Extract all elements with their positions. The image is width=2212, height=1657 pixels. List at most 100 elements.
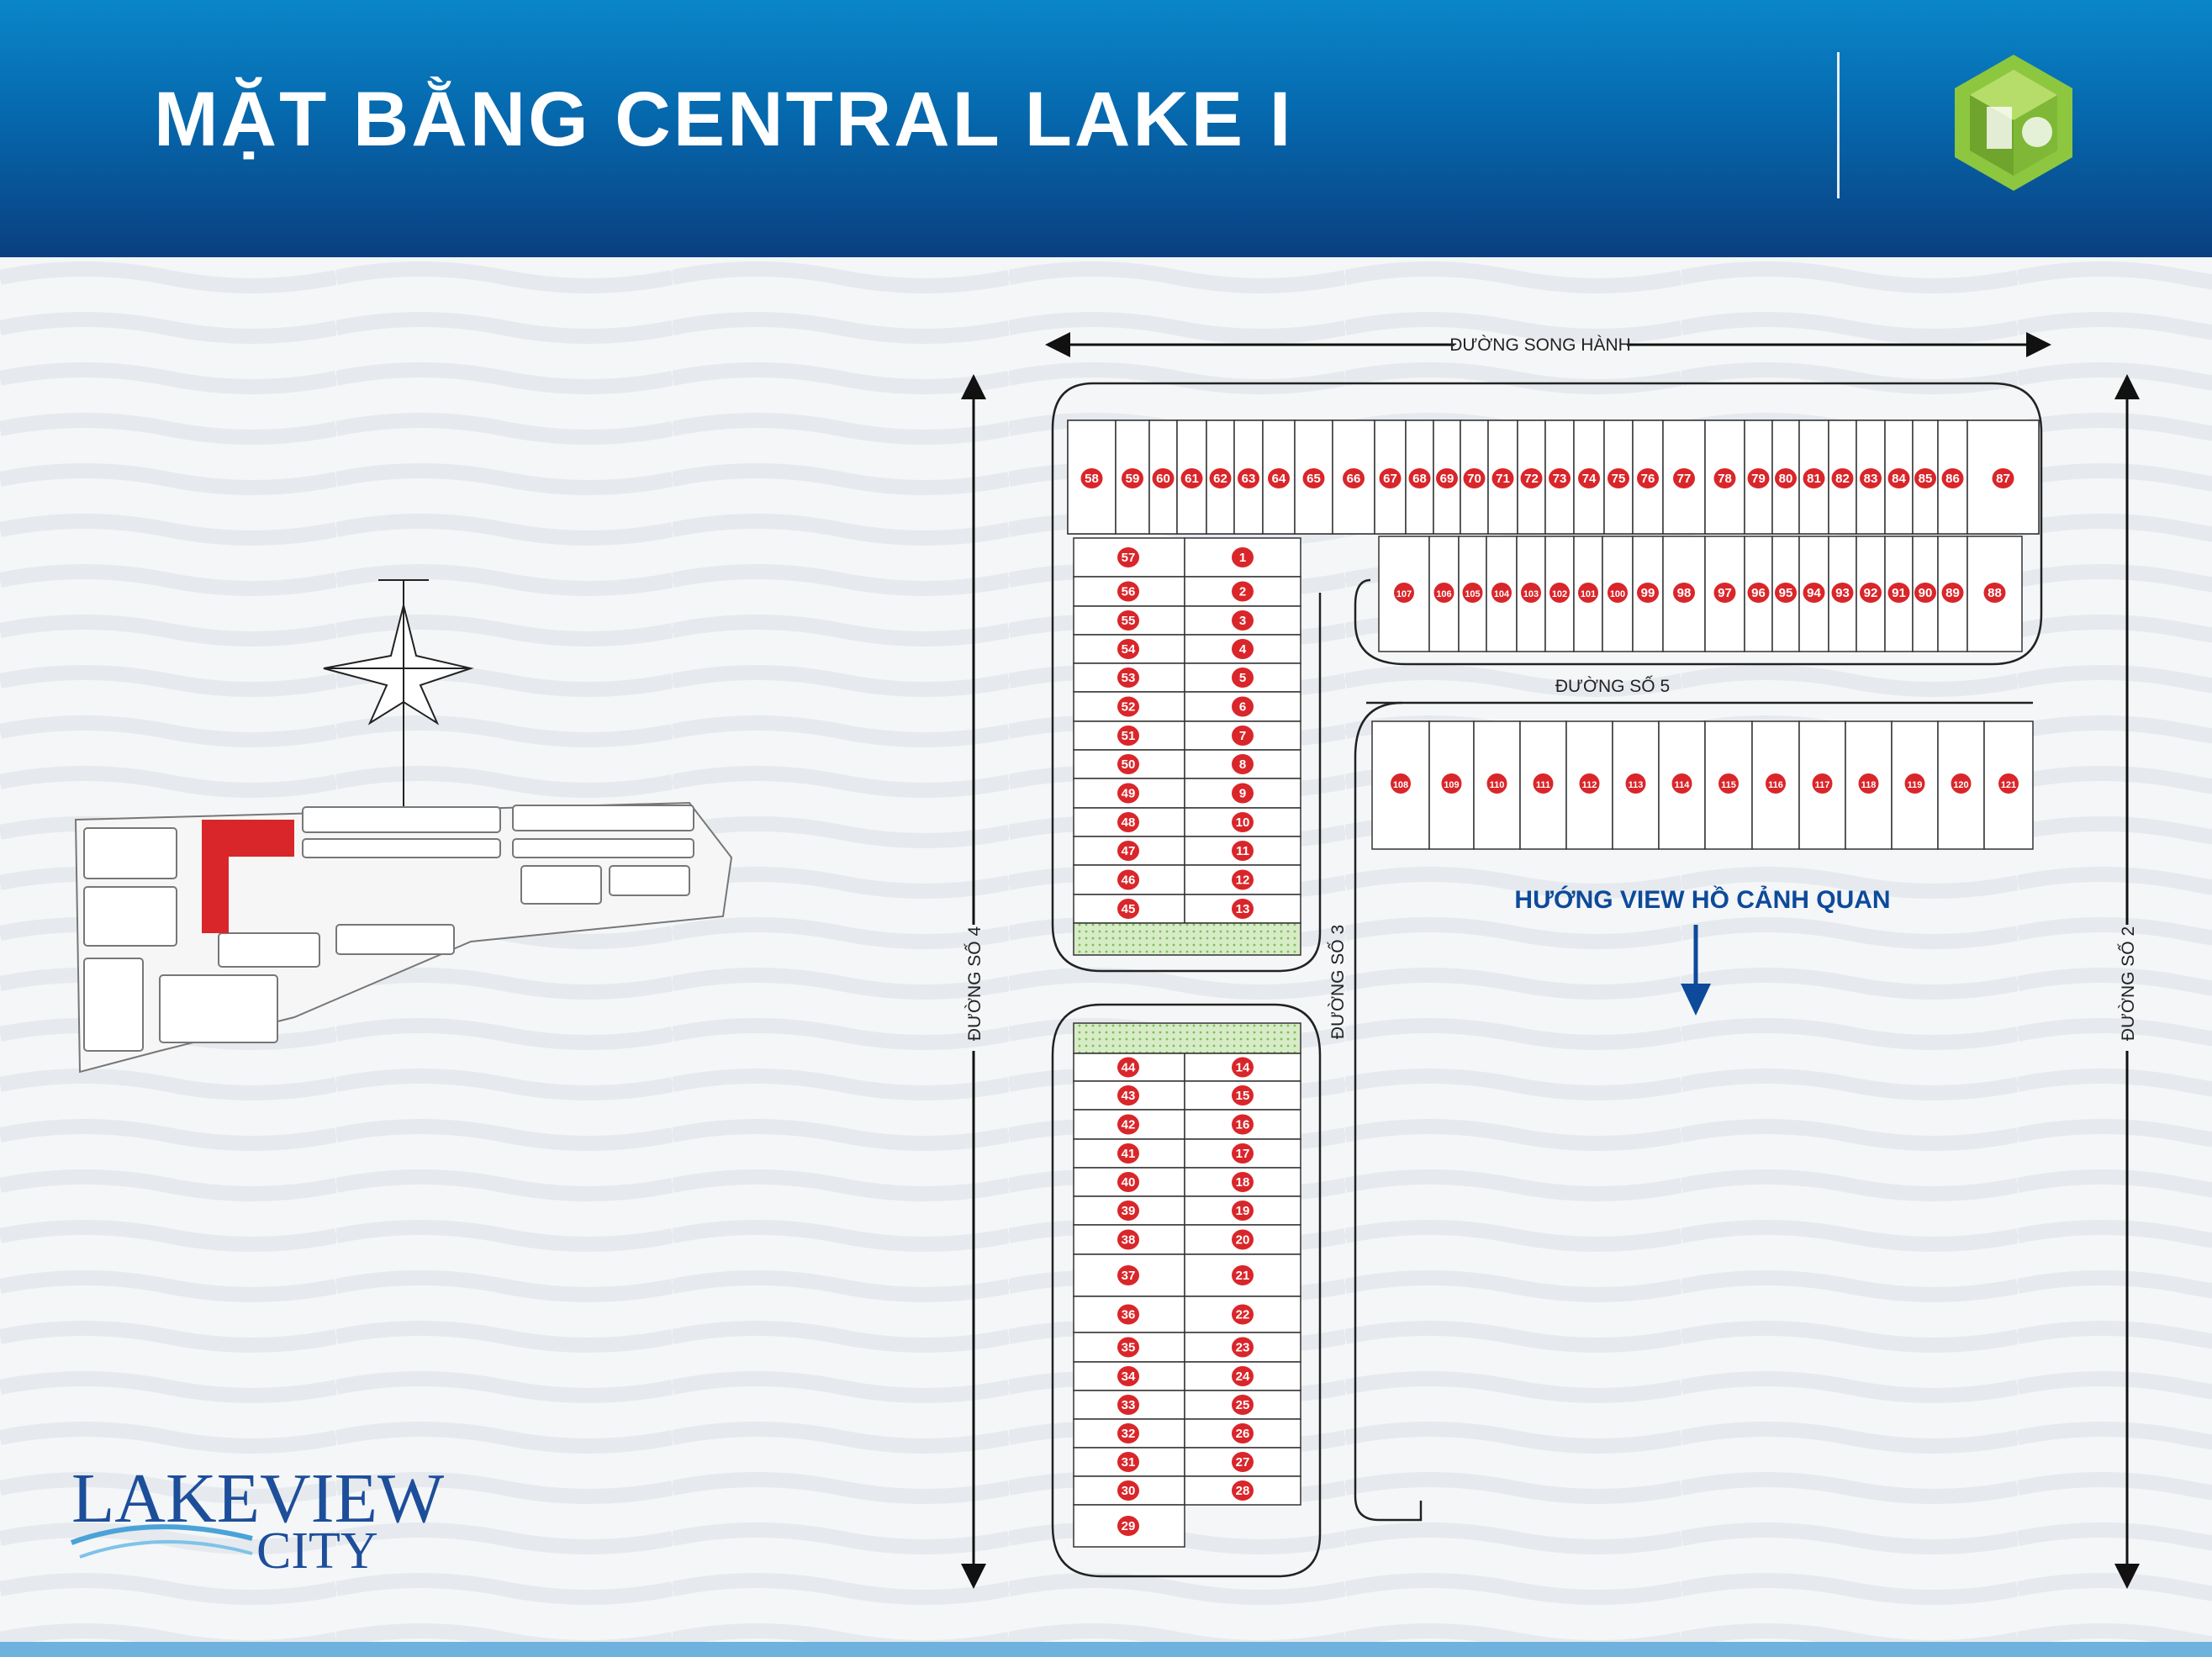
lot-60[interactable]: 60 [1148,420,1178,535]
lot-38[interactable]: 38 [1073,1224,1185,1255]
lot-29[interactable]: 29 [1073,1504,1185,1548]
lot-102[interactable]: 102 [1544,536,1575,652]
lot-97[interactable]: 97 [1704,536,1745,652]
lot-101[interactable]: 101 [1573,536,1603,652]
lot-47[interactable]: 47 [1073,836,1185,866]
lot-69[interactable]: 69 [1433,420,1461,535]
lot-83[interactable]: 83 [1856,420,1886,535]
lot-37[interactable]: 37 [1073,1253,1185,1297]
lot-91[interactable]: 91 [1884,536,1914,652]
lot-23[interactable]: 23 [1184,1332,1301,1363]
lot-71[interactable]: 71 [1487,420,1518,535]
lot-27[interactable]: 27 [1184,1447,1301,1477]
lot-50[interactable]: 50 [1073,749,1185,779]
lot-81[interactable]: 81 [1798,420,1829,535]
lot-116[interactable]: 116 [1751,720,1800,850]
lot-8[interactable]: 8 [1184,749,1301,779]
lot-68[interactable]: 68 [1405,420,1434,535]
lot-42[interactable]: 42 [1073,1109,1185,1140]
lot-94[interactable]: 94 [1798,536,1829,652]
lot-61[interactable]: 61 [1176,420,1207,535]
lot-65[interactable]: 65 [1294,420,1333,535]
lot-3[interactable]: 3 [1184,605,1301,636]
lot-26[interactable]: 26 [1184,1418,1301,1449]
lot-121[interactable]: 121 [1983,720,2034,850]
lot-70[interactable]: 70 [1460,420,1489,535]
lot-44[interactable]: 44 [1073,1053,1185,1082]
lot-92[interactable]: 92 [1856,536,1886,652]
lot-15[interactable]: 15 [1184,1080,1301,1111]
lot-118[interactable]: 118 [1845,720,1893,850]
lot-62[interactable]: 62 [1206,420,1235,535]
lot-17[interactable]: 17 [1184,1138,1301,1169]
lot-51[interactable]: 51 [1073,720,1185,751]
lot-105[interactable]: 105 [1458,536,1487,652]
lot-48[interactable]: 48 [1073,807,1185,837]
lot-13[interactable]: 13 [1184,894,1301,924]
lot-93[interactable]: 93 [1828,536,1857,652]
lot-22[interactable]: 22 [1184,1296,1301,1333]
lot-112[interactable]: 112 [1565,720,1613,850]
lot-73[interactable]: 73 [1544,420,1575,535]
lot-107[interactable]: 107 [1378,536,1430,652]
lot-2[interactable]: 2 [1184,576,1301,607]
lot-119[interactable]: 119 [1891,720,1939,850]
lot-59[interactable]: 59 [1115,420,1150,535]
lot-117[interactable]: 117 [1798,720,1846,850]
lot-100[interactable]: 100 [1602,536,1634,652]
lot-63[interactable]: 63 [1233,420,1264,535]
lot-82[interactable]: 82 [1828,420,1857,535]
lot-90[interactable]: 90 [1912,536,1939,652]
lot-104[interactable]: 104 [1486,536,1518,652]
lot-66[interactable]: 66 [1332,420,1375,535]
lot-7[interactable]: 7 [1184,720,1301,751]
lot-103[interactable]: 103 [1516,536,1546,652]
lot-96[interactable]: 96 [1744,536,1773,652]
lot-64[interactable]: 64 [1262,420,1296,535]
lot-88[interactable]: 88 [1967,536,2023,652]
lot-41[interactable]: 41 [1073,1138,1185,1169]
lot-114[interactable]: 114 [1658,720,1706,850]
lot-95[interactable]: 95 [1771,536,1800,652]
lot-25[interactable]: 25 [1184,1390,1301,1420]
lot-111[interactable]: 111 [1519,720,1567,850]
lot-39[interactable]: 39 [1073,1195,1185,1226]
lot-31[interactable]: 31 [1073,1447,1185,1477]
lot-35[interactable]: 35 [1073,1332,1185,1363]
lot-78[interactable]: 78 [1704,420,1745,535]
lot-72[interactable]: 72 [1517,420,1546,535]
lot-87[interactable]: 87 [1967,420,2040,535]
lot-16[interactable]: 16 [1184,1109,1301,1140]
lot-33[interactable]: 33 [1073,1390,1185,1420]
lot-28[interactable]: 28 [1184,1475,1301,1506]
lot-85[interactable]: 85 [1912,420,1939,535]
lot-14[interactable]: 14 [1184,1053,1301,1082]
lot-86[interactable]: 86 [1937,420,1968,535]
lot-24[interactable]: 24 [1184,1361,1301,1391]
lot-21[interactable]: 21 [1184,1253,1301,1297]
lot-56[interactable]: 56 [1073,576,1185,607]
lot-45[interactable]: 45 [1073,894,1185,924]
lot-32[interactable]: 32 [1073,1418,1185,1449]
lot-53[interactable]: 53 [1073,662,1185,693]
lot-55[interactable]: 55 [1073,605,1185,636]
lot-80[interactable]: 80 [1771,420,1800,535]
lot-52[interactable]: 52 [1073,691,1185,722]
lot-5[interactable]: 5 [1184,662,1301,693]
lot-30[interactable]: 30 [1073,1475,1185,1506]
lot-89[interactable]: 89 [1937,536,1968,652]
lot-11[interactable]: 11 [1184,836,1301,866]
lot-12[interactable]: 12 [1184,864,1301,895]
lot-40[interactable]: 40 [1073,1167,1185,1197]
lot-9[interactable]: 9 [1184,778,1301,809]
lot-106[interactable]: 106 [1428,536,1460,652]
lot-6[interactable]: 6 [1184,691,1301,722]
lot-36[interactable]: 36 [1073,1296,1185,1333]
lot-58[interactable]: 58 [1067,420,1117,535]
lot-20[interactable]: 20 [1184,1224,1301,1255]
lot-77[interactable]: 77 [1662,420,1706,535]
lot-109[interactable]: 109 [1428,720,1475,850]
lot-18[interactable]: 18 [1184,1167,1301,1197]
lot-34[interactable]: 34 [1073,1361,1185,1391]
lot-10[interactable]: 10 [1184,807,1301,837]
